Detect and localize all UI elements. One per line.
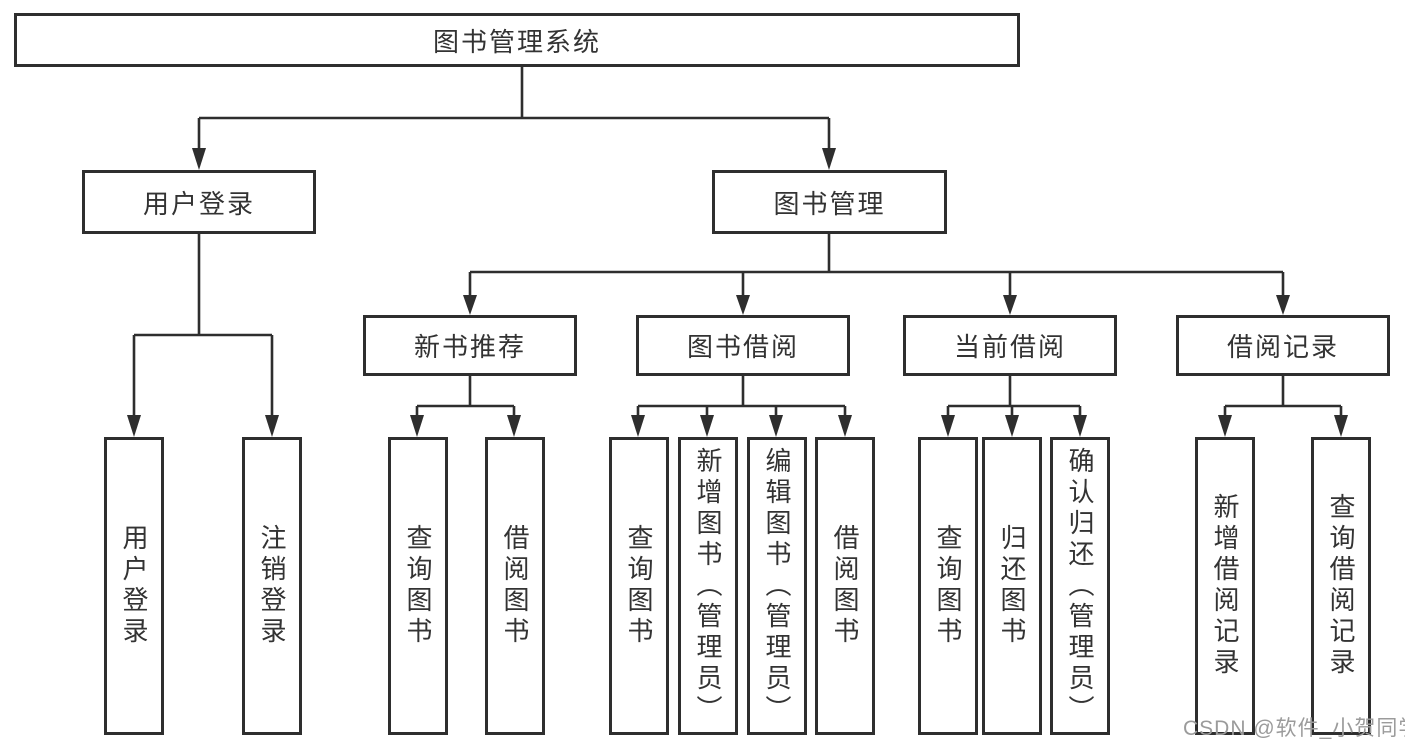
leaf-add-book-admin: 新增图书（管理员） xyxy=(678,437,738,735)
node-book-management: 图书管理 xyxy=(712,170,947,234)
leaf-logout-label: 注销登录 xyxy=(257,524,287,648)
leaf-add-book-admin-label: 新增图书（管理员） xyxy=(693,446,723,726)
node-borrow-record: 借阅记录 xyxy=(1176,315,1390,376)
leaf-query-book-1: 查询图书 xyxy=(388,437,448,735)
leaf-user-login-label: 用户登录 xyxy=(119,524,149,648)
leaf-confirm-return-admin-label: 确认归还（管理员） xyxy=(1065,446,1095,726)
node-new-book-recommend-label: 新书推荐 xyxy=(413,332,526,362)
node-user-login-label: 用户登录 xyxy=(142,188,255,219)
leaf-user-login: 用户登录 xyxy=(104,437,164,735)
leaf-borrow-book-1-label: 借阅图书 xyxy=(500,524,530,648)
leaf-borrow-book-2: 借阅图书 xyxy=(815,437,875,735)
leaf-add-borrow-record: 新增借阅记录 xyxy=(1195,437,1255,735)
leaf-query-borrow-record: 查询借阅记录 xyxy=(1311,437,1371,735)
node-user-login: 用户登录 xyxy=(82,170,316,234)
arrowheads xyxy=(127,148,1348,437)
leaf-query-book-3: 查询图书 xyxy=(918,437,978,735)
leaf-return-book: 归还图书 xyxy=(982,437,1042,735)
leaf-edit-book-admin-label: 编辑图书（管理员） xyxy=(762,446,792,726)
leaf-query-book-2-label: 查询图书 xyxy=(624,524,654,648)
watermark: CSDN @软件_小贺同学 xyxy=(1183,717,1405,740)
leaf-query-book-1-label: 查询图书 xyxy=(403,524,433,648)
node-new-book-recommend: 新书推荐 xyxy=(363,315,577,376)
leaf-borrow-book-2-label: 借阅图书 xyxy=(830,524,860,648)
leaf-borrow-book-1: 借阅图书 xyxy=(485,437,545,735)
leaf-query-book-2: 查询图书 xyxy=(609,437,669,735)
node-root-label: 图书管理系统 xyxy=(432,26,601,57)
node-book-borrow: 图书借阅 xyxy=(636,315,850,376)
leaf-return-book-label: 归还图书 xyxy=(997,524,1027,648)
node-current-borrow: 当前借阅 xyxy=(903,315,1117,376)
leaf-logout: 注销登录 xyxy=(242,437,302,735)
leaf-add-borrow-record-label: 新增借阅记录 xyxy=(1210,493,1240,679)
node-current-borrow-label: 当前借阅 xyxy=(953,332,1066,362)
leaf-edit-book-admin: 编辑图书（管理员） xyxy=(747,437,807,735)
leaf-query-book-3-label: 查询图书 xyxy=(933,524,963,648)
node-book-borrow-label: 图书借阅 xyxy=(686,332,799,362)
leaf-query-borrow-record-label: 查询借阅记录 xyxy=(1326,493,1356,679)
node-root-system: 图书管理系统 xyxy=(14,13,1020,67)
leaf-confirm-return-admin: 确认归还（管理员） xyxy=(1050,437,1110,735)
node-book-management-label: 图书管理 xyxy=(773,188,886,219)
node-borrow-record-label: 借阅记录 xyxy=(1226,332,1339,362)
